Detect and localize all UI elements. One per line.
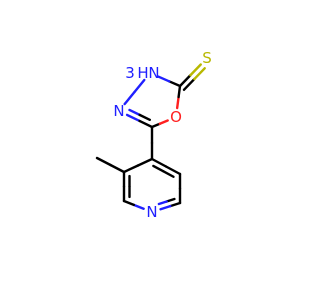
bond-nd-ce [122,199,136,207]
bond-ca-cb [164,165,182,176]
atom-label-nd: N [146,203,157,221]
bond-n3-n4 [133,78,146,94]
bond-nd-ce [132,203,145,210]
bond-cc-nd [159,204,172,211]
bond-c5-o1 [158,119,169,125]
bond-cf-ca [136,157,154,167]
bond-cf-ca [122,164,140,174]
bond-n4-c5 [125,113,141,123]
atom-prefix-n3: 3 [125,64,135,82]
bond-cc-nd-inner [165,197,176,203]
atom-hydrogen-n3: H [137,64,148,82]
bond-n3-n4 [123,90,136,106]
bond-c2-s-second [182,77,196,92]
bond-n4-c5-inner [128,108,141,117]
atom-label-o1: O [170,108,182,126]
bond-c5-o1 [150,122,162,129]
bond-ca-cb-inner [162,170,175,178]
bond-cf-ch3 [109,163,126,174]
bond-c2-s [178,74,192,88]
atom-label-n4: N [113,102,124,120]
bond-c2-s-second [193,67,206,81]
bond-n4-c5-inner [138,113,151,122]
bond-cc-nd-inner [157,200,168,206]
bond-c2-n3 [157,75,171,83]
bonds-layer [95,63,206,211]
bond-n4-c5 [138,119,154,129]
bond-c2-n3 [167,80,182,88]
atom-label-s: S [202,49,212,67]
bond-c2-s [189,63,202,77]
bond-ca-cb [150,157,168,168]
bond-o1-c2 [175,95,180,110]
bond-o1-c2 [177,84,182,99]
bond-cf-ch3 [95,156,112,167]
bond-cc-nd [169,201,182,208]
bond-ca-cb-inner [152,164,165,173]
atom-label-n3: N [148,64,159,82]
